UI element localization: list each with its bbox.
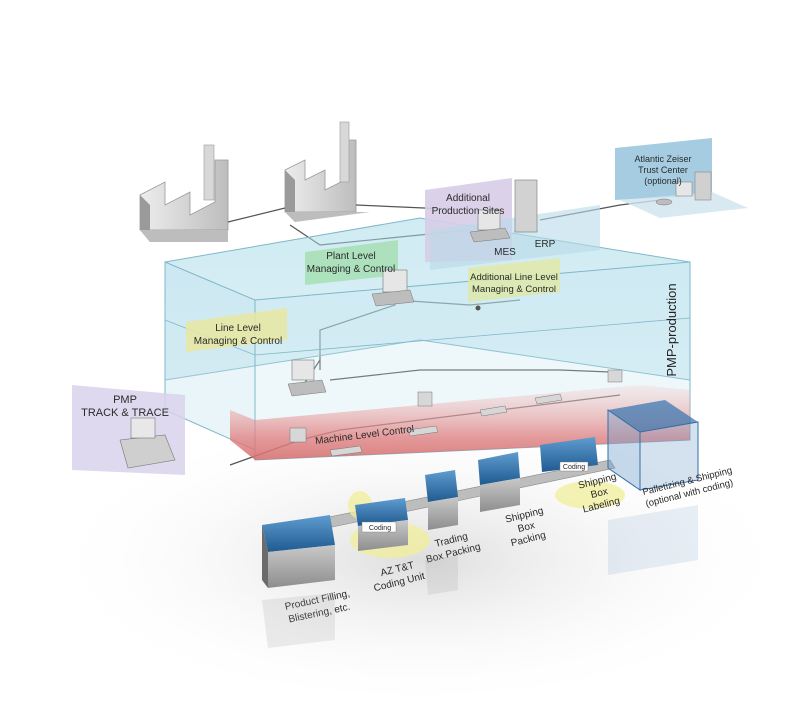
additional-line-label-1: Additional Line Level [470,272,558,283]
machine-product-filling [262,515,335,588]
factory-1-icon [139,144,229,242]
line-level-label-2: Managing & Control [194,336,282,347]
machine-shipping-box-labeling [540,437,598,472]
trust-computer-icon [675,181,693,197]
machine-trading-box [425,470,458,530]
trust-database-icon [655,198,673,206]
line-level-label-1: Line Level [215,323,261,334]
pmp-production-label: PMP-production [664,283,679,376]
shipping-label-label-2: Box [590,486,609,501]
mes-label: MES [494,247,516,258]
shipping-box-label-2: Box [517,520,536,535]
floor-reflection [262,505,698,648]
trust-center-label-3: (optional) [644,176,682,186]
erp-label: ERP [535,239,556,250]
plant-level-panel [305,240,415,307]
trust-center-label-2: Trust Center [638,165,688,175]
machine-controllers [289,369,623,457]
trust-center-panel [615,138,748,218]
machine-az-coding [355,498,408,551]
coding-tag-1: Coding [369,525,391,532]
additional-line-panel [468,258,560,311]
line-level-panel [186,308,327,397]
line-computer-icon [291,359,315,381]
trust-server-icon [694,171,712,201]
additional-sites-label-1: Additional [446,193,490,204]
machine-shipping-box-packing [478,452,520,512]
coding-tag-2: Coding [563,464,585,471]
track-trace-label-2: TRACK & TRACE [81,407,169,419]
plant-level-label-1: Plant Level [326,251,375,262]
additional-line-label-2: Managing & Control [472,284,556,295]
plant-level-label-2: Managing & Control [307,264,395,275]
additional-sites-panel [425,178,600,270]
erp-server-icon [514,179,538,233]
factory-2-icon [284,121,370,222]
additional-sites-label-2: Production Sites [432,206,505,217]
track-trace-label-1: PMP [113,394,137,406]
palletizing-cage [607,400,699,491]
trust-center-label-1: Atlantic Zeiser [634,154,691,164]
track-trace-panel [72,385,185,475]
